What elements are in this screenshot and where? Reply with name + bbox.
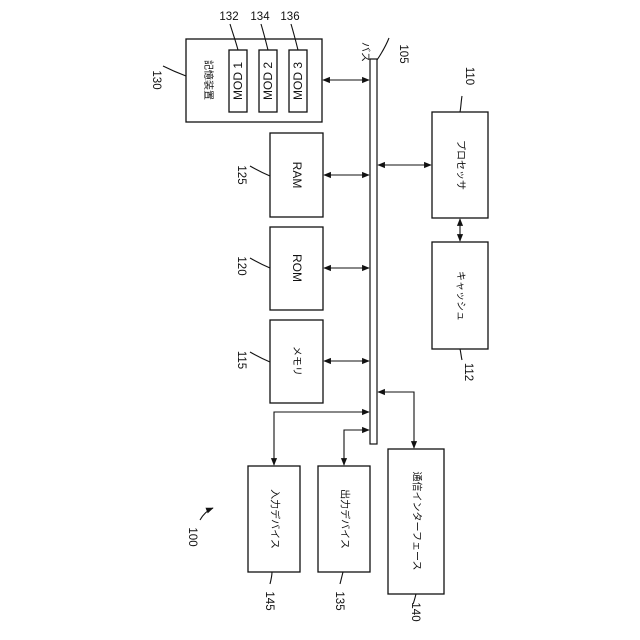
processor-block: プロセッサ 110 — [432, 67, 488, 218]
bus-comm-arrow — [378, 392, 414, 448]
mod2-ref: 134 — [250, 11, 270, 23]
storage-device-block: 記憶装置 130 MOD 1 132 MOD 2 134 MOD 3 136 — [150, 11, 322, 122]
output-device-block: 出力デバイス 135 — [318, 466, 370, 611]
mod1-label: MOD 1 — [231, 62, 245, 100]
cache-ref: 112 — [462, 363, 474, 381]
ram-block: RAM 125 — [235, 133, 323, 217]
processor-ref: 110 — [463, 67, 475, 85]
input-device-block: 入力デバイス 145 — [248, 466, 300, 611]
input-device-label: 入力デバイス — [269, 489, 282, 549]
system-ref: 100 — [186, 527, 198, 546]
memory-label: メモリ — [291, 346, 302, 376]
ram-label: RAM — [290, 162, 304, 189]
output-device-label: 出力デバイス — [339, 489, 352, 549]
mod3-ref: 136 — [280, 11, 299, 23]
comm-interface-ref: 140 — [409, 602, 421, 621]
storage-device-ref: 130 — [150, 70, 162, 89]
memory-block: メモリ 115 — [235, 320, 323, 403]
comm-interface-label: 通信インターフェース — [411, 472, 423, 571]
output-device-ref: 135 — [333, 591, 345, 610]
cache-label: キャッシュ — [455, 271, 466, 321]
mod2-label: MOD 2 — [261, 62, 275, 100]
input-device-ref: 145 — [263, 591, 275, 610]
bus-input-arrow — [274, 412, 369, 465]
rom-block: ROM 120 — [235, 227, 323, 310]
cache-block: キャッシュ 112 — [432, 242, 488, 381]
bus-output-arrow — [344, 430, 369, 465]
bus-label: バス — [359, 42, 371, 62]
rom-ref: 120 — [235, 256, 247, 275]
mod1-ref: 132 — [219, 11, 238, 23]
processor-label: プロセッサ — [455, 140, 467, 190]
memory-ref: 115 — [235, 351, 247, 369]
bus-block: バス 105 — [359, 38, 409, 444]
ram-ref: 125 — [235, 165, 247, 184]
rom-label: ROM — [290, 254, 304, 282]
mod3-label: MOD 3 — [291, 62, 305, 100]
bus-ref: 105 — [397, 44, 409, 63]
system-ref-arrow — [200, 508, 213, 520]
comm-interface-block: 通信インターフェース 140 — [388, 449, 444, 622]
storage-device-label: 記憶装置 — [202, 60, 215, 100]
